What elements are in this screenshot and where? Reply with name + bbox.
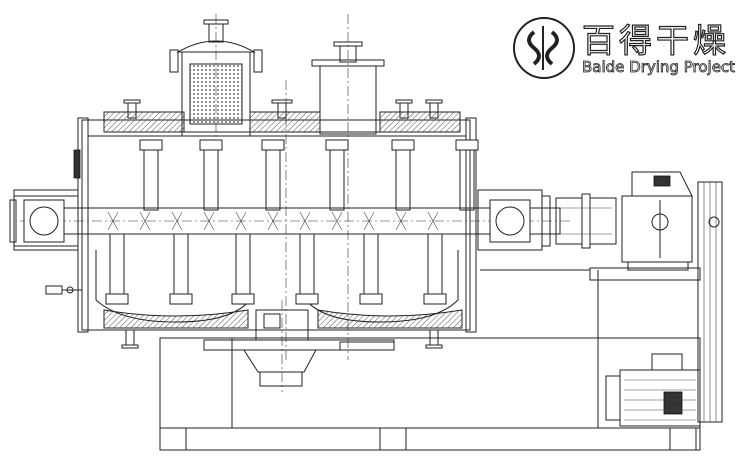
main-shaft bbox=[20, 207, 570, 235]
company-logo: 百得干燥 Baide Drying Project bbox=[510, 10, 735, 85]
lower-paddles bbox=[105, 233, 447, 305]
top-nozzles bbox=[123, 80, 443, 360]
right-bearing bbox=[477, 189, 551, 251]
filter-housing bbox=[169, 14, 263, 150]
motor bbox=[605, 353, 701, 427]
left-bearing bbox=[9, 189, 79, 251]
coupling bbox=[555, 193, 617, 249]
bd-emblem-icon bbox=[513, 17, 575, 79]
gearbox bbox=[621, 171, 693, 271]
bottom-nozzles bbox=[121, 329, 443, 349]
upper-paddles bbox=[139, 139, 479, 211]
belt-pulley bbox=[697, 181, 723, 423]
logo-chinese-text: 百得干燥 bbox=[581, 20, 730, 60]
discharge-outlet bbox=[203, 300, 395, 392]
vapor-outlet bbox=[311, 14, 385, 360]
base-frame bbox=[159, 267, 701, 451]
trough-body bbox=[77, 111, 477, 333]
side-fitting bbox=[45, 149, 82, 295]
logo-english-text: Baide Drying Project bbox=[582, 58, 736, 77]
